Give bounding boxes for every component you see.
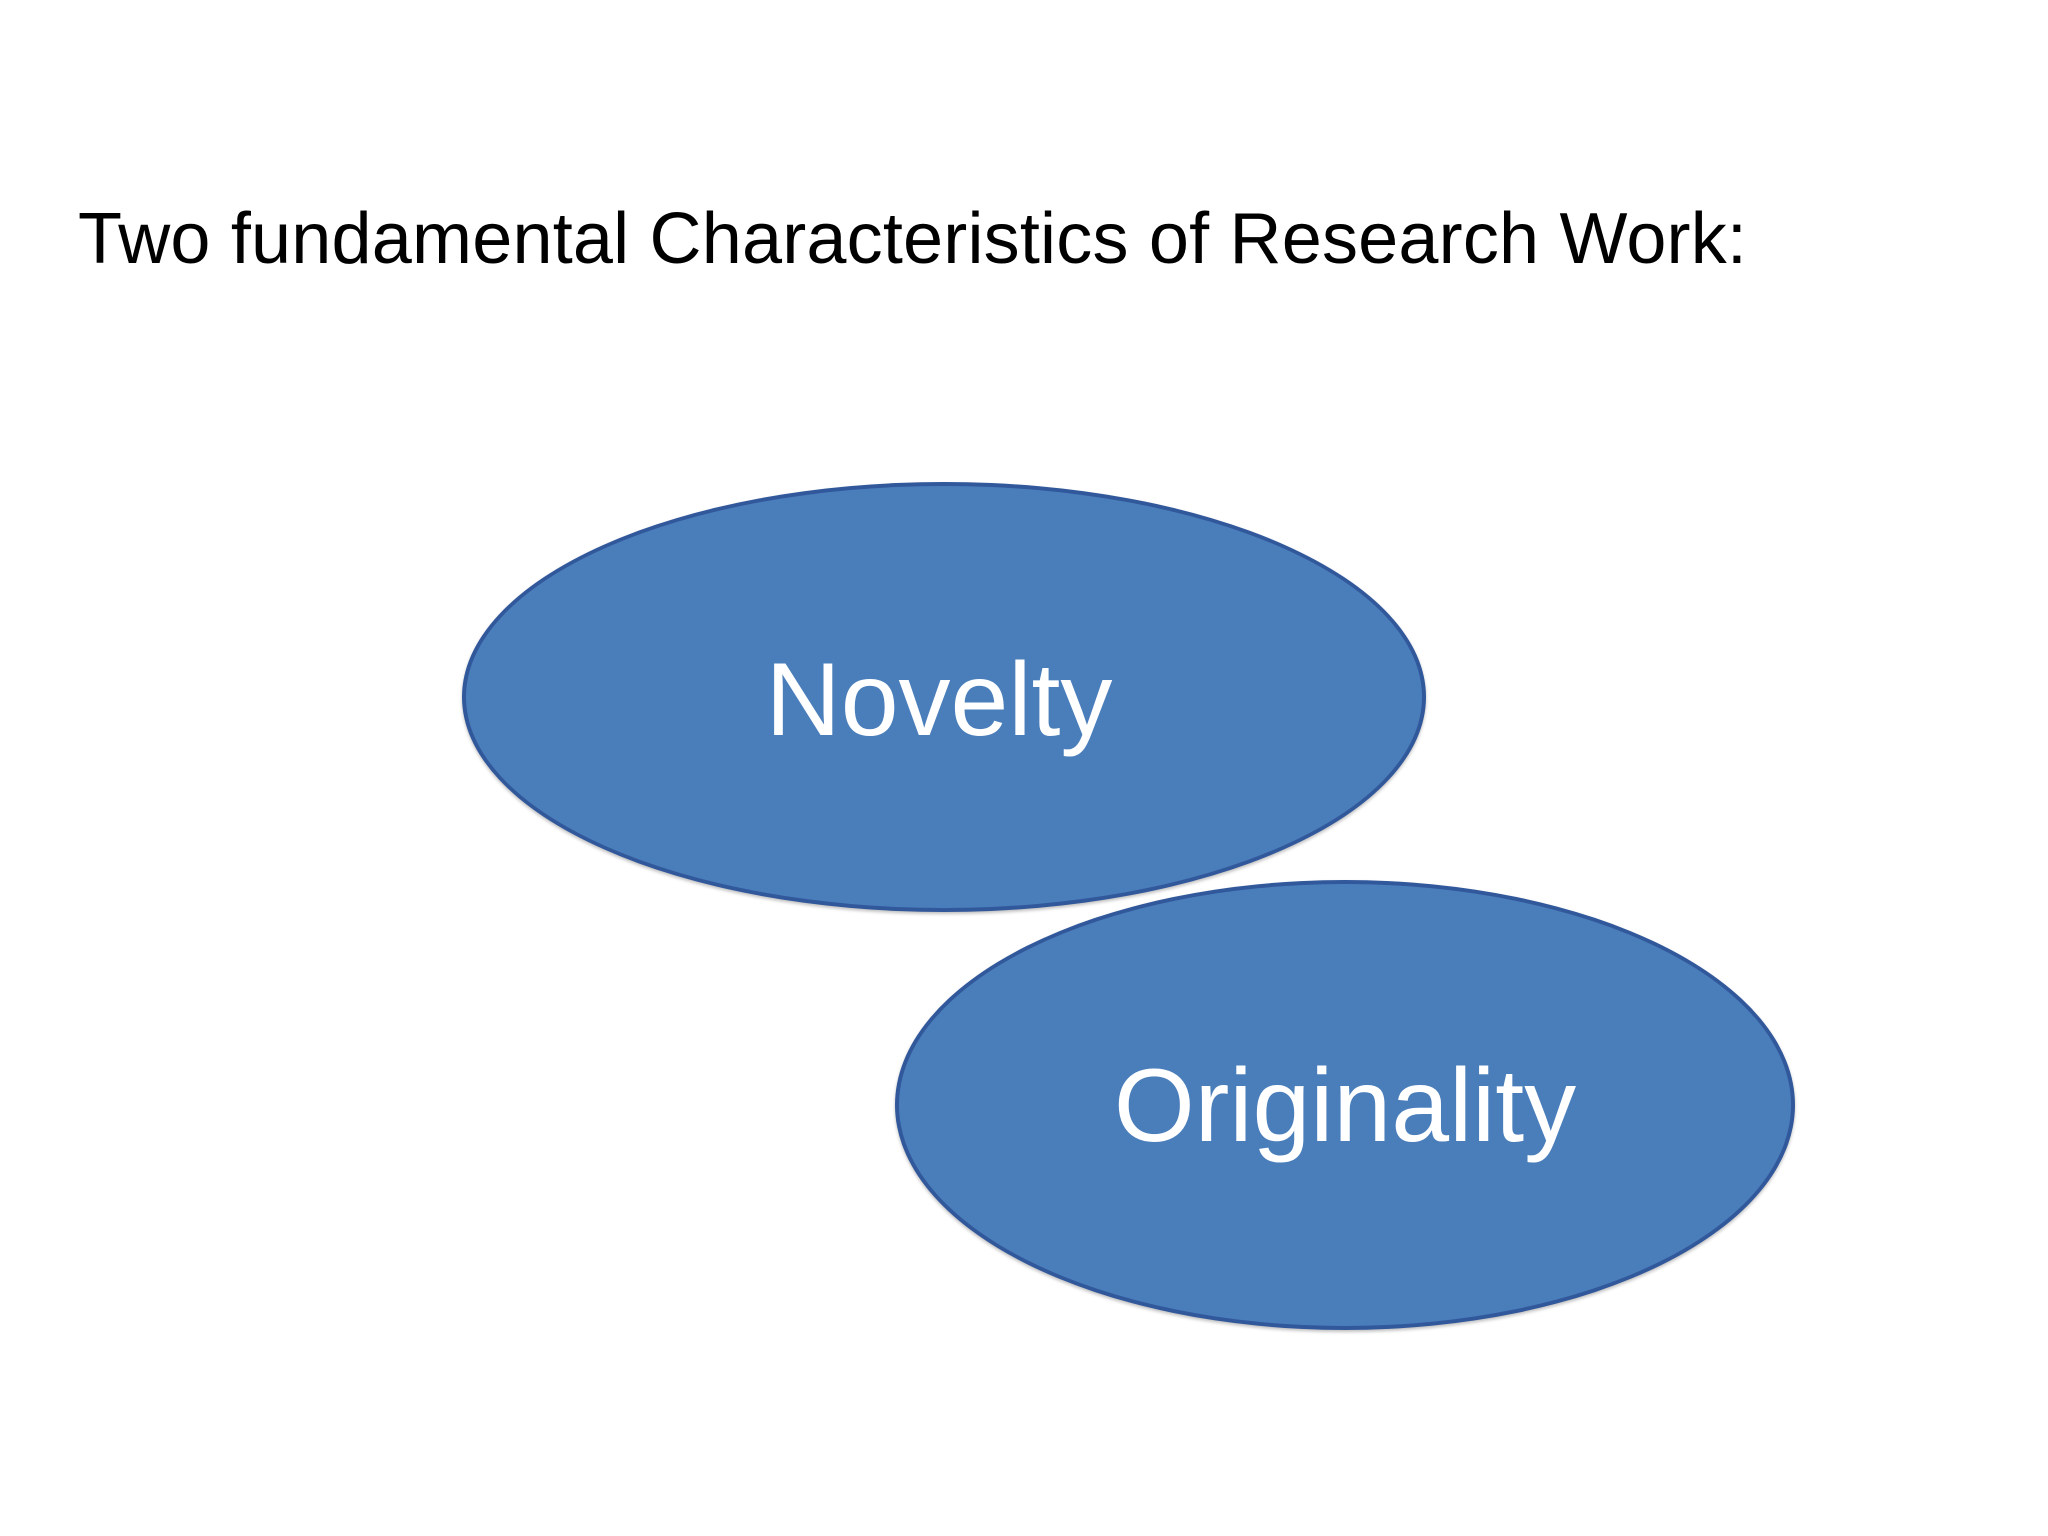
page-title: Two fundamental Characteristics of Resea…: [78, 199, 1748, 279]
ellipse-shape-novelty[interactable]: Novelty: [462, 482, 1426, 912]
ellipse-shape-originality[interactable]: Originality: [895, 880, 1795, 1330]
ellipse-label-originality: Originality: [1113, 1048, 1577, 1165]
ellipse-label-novelty: Novelty: [765, 642, 1113, 759]
